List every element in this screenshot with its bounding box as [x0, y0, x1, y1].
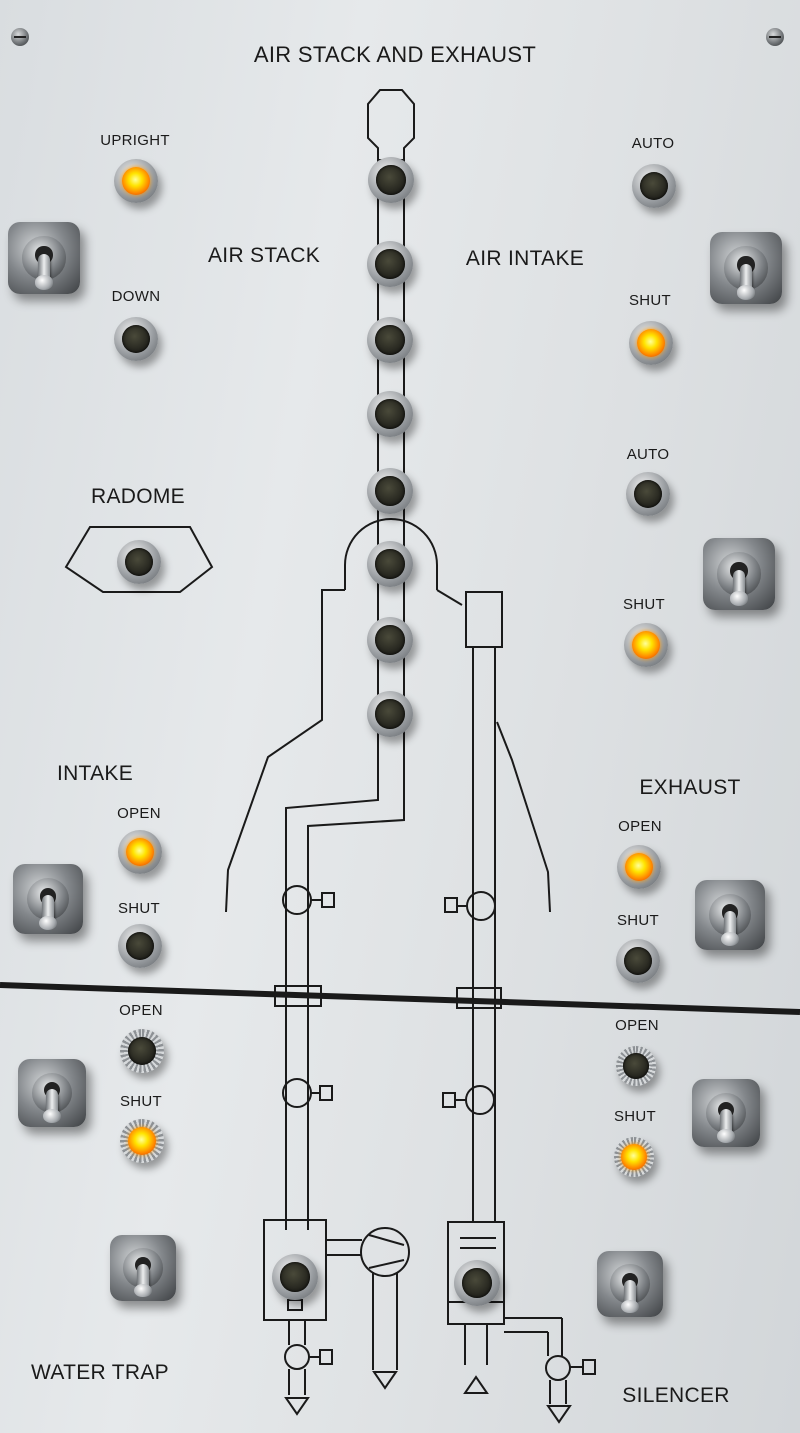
left-valve-lower — [282, 1078, 312, 1108]
radome-indicator-lamp — [117, 540, 161, 584]
mounting-screw-top-left — [11, 28, 29, 46]
lower-left-open-label: OPEN — [119, 1002, 163, 1019]
lower-right-shut-lamp — [614, 1137, 654, 1177]
lower-left-open-lamp — [120, 1029, 164, 1073]
lower-right-open-label: OPEN — [615, 1017, 659, 1034]
stack-dome — [344, 518, 438, 566]
water-trap-drain-arrow — [284, 1397, 310, 1416]
air-intake-lower-toggle-switch[interactable] — [703, 538, 775, 610]
exhaust-toggle-switch[interactable] — [695, 880, 765, 950]
stack-indicator-lamp-6 — [367, 541, 413, 587]
air-intake-upper-auto-lamp — [632, 164, 676, 208]
water-trap-label: WATER TRAP — [31, 1361, 169, 1384]
stack-indicator-lamp-4 — [367, 391, 413, 437]
water-trap-indicator-lamp — [272, 1254, 318, 1300]
air-intake-label: AIR INTAKE — [465, 247, 585, 270]
lower-right-shut-label: SHUT — [613, 1108, 657, 1125]
stack-indicator-lamp-3 — [367, 317, 413, 363]
intake-shut-label: SHUT — [117, 900, 161, 917]
exhaust-open-lamp — [617, 845, 661, 889]
mounting-screw-top-right — [766, 28, 784, 46]
air-intake-upper-shut-label: SHUT — [628, 292, 672, 309]
stack-indicator-lamp-1 — [368, 157, 414, 203]
panel-title: AIR STACK AND EXHAUST — [253, 42, 537, 67]
silencer-label: SILENCER — [622, 1384, 730, 1407]
air-intake-lower-shut-lamp — [624, 623, 668, 667]
stack-indicator-lamp-7 — [367, 617, 413, 663]
intake-label: INTAKE — [56, 762, 134, 785]
air-stack-toggle-switch[interactable] — [8, 222, 80, 294]
exhaust-open-label: OPEN — [618, 818, 662, 835]
stack-indicator-lamp-8 — [367, 691, 413, 737]
down-indicator-lamp — [114, 317, 158, 361]
water-trap-toggle-switch[interactable] — [110, 1235, 176, 1301]
lower-right-toggle-switch[interactable] — [692, 1079, 760, 1147]
silencer-drain-valve — [545, 1355, 571, 1381]
water-trap-drain-valve — [284, 1344, 310, 1370]
left-valve-upper — [282, 885, 312, 915]
lower-left-toggle-switch[interactable] — [18, 1059, 86, 1127]
water-trap-pump — [360, 1227, 410, 1277]
silencer-indicator-lamp — [454, 1260, 500, 1306]
hull-outline-left — [225, 589, 345, 913]
stack-indicator-lamp-5 — [367, 468, 413, 514]
hull-outline-right — [436, 589, 551, 913]
stack-head-shape — [367, 89, 415, 161]
silencer-drain-arrow — [546, 1405, 572, 1424]
exhaust-shut-lamp — [616, 939, 660, 983]
intake-open-lamp — [118, 830, 162, 874]
lower-left-shut-lamp — [120, 1119, 164, 1163]
intake-toggle-switch[interactable] — [13, 864, 83, 934]
air-intake-lower-auto-lamp — [626, 472, 670, 516]
right-valve-lower — [465, 1085, 495, 1115]
water-trap-box — [263, 1219, 327, 1321]
air-intake-lower-auto-label: AUTO — [626, 446, 670, 463]
intake-open-label: OPEN — [117, 805, 161, 822]
right-valve-lower-tab — [442, 1092, 456, 1108]
silencer-inlet-arrow — [463, 1375, 489, 1394]
stack-indicator-lamp-2 — [367, 241, 413, 287]
exhaust-label: EXHAUST — [639, 776, 741, 799]
down-label: DOWN — [111, 288, 161, 305]
lower-right-open-lamp — [616, 1046, 656, 1086]
left-pipe-outer — [285, 790, 379, 1230]
water-trap-outlet-arrow — [372, 1371, 398, 1390]
air-intake-upper-auto-label: AUTO — [631, 135, 675, 152]
left-valve-upper-tab — [321, 892, 335, 908]
upright-label: UPRIGHT — [100, 132, 170, 149]
right-valve-upper-tab — [444, 897, 458, 913]
radome-outline — [64, 526, 214, 593]
intake-shut-lamp — [118, 924, 162, 968]
left-pipe-inner — [307, 790, 405, 1230]
lower-left-shut-label: SHUT — [119, 1093, 163, 1110]
air-intake-upper-shut-lamp — [629, 321, 673, 365]
air-intake-lower-shut-label: SHUT — [622, 596, 666, 613]
air-intake-upper-toggle-switch[interactable] — [710, 232, 782, 304]
exhaust-shut-label: SHUT — [616, 912, 660, 929]
left-valve-lower-tab — [319, 1085, 333, 1101]
silencer-toggle-switch[interactable] — [597, 1251, 663, 1317]
upright-indicator-lamp — [114, 159, 158, 203]
right-valve-upper — [466, 891, 496, 921]
air-stack-label: AIR STACK — [208, 244, 320, 267]
right-pipe-head — [465, 591, 503, 648]
radome-label: RADOME — [91, 485, 185, 508]
panel-divider-line — [0, 982, 800, 1015]
